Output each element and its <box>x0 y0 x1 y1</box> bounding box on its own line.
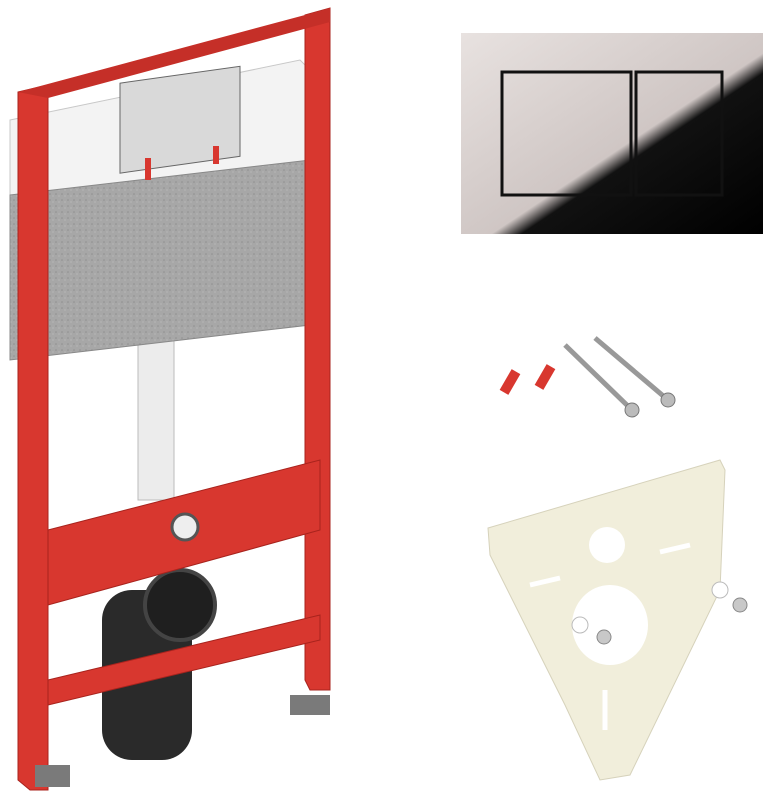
washer <box>596 629 612 645</box>
nut <box>660 392 676 408</box>
installation-frame <box>9 7 331 791</box>
washer <box>571 616 589 634</box>
mat-hole-pipe <box>589 527 625 563</box>
washer <box>732 597 748 613</box>
flush-plate <box>461 33 763 234</box>
valve-lever-left <box>145 158 151 180</box>
frame-post-left <box>17 84 49 791</box>
pipe-outlet <box>170 512 200 542</box>
threaded-rod <box>563 343 634 412</box>
frame-cross-bar-lower <box>47 614 321 706</box>
frame-top-bar <box>18 8 330 98</box>
wall-anchor <box>499 369 521 395</box>
wall-anchor <box>534 364 556 390</box>
drain-connector <box>143 568 217 642</box>
cistern-control-box <box>119 65 241 174</box>
flush-button-large <box>500 70 633 197</box>
mat-hole-drain <box>572 585 648 665</box>
frame-post-right <box>304 7 331 691</box>
flush-pipe <box>137 339 175 501</box>
flush-button-small <box>634 70 724 197</box>
nut <box>624 402 640 418</box>
frame-foot-left <box>35 765 70 787</box>
valve-lever-right <box>213 146 219 164</box>
sound-insulation-mat <box>487 459 748 781</box>
frame-foot-right <box>290 695 330 715</box>
threaded-rod <box>593 336 670 402</box>
washer <box>711 581 729 599</box>
fixing-set <box>499 336 676 418</box>
cistern-body <box>9 159 311 361</box>
